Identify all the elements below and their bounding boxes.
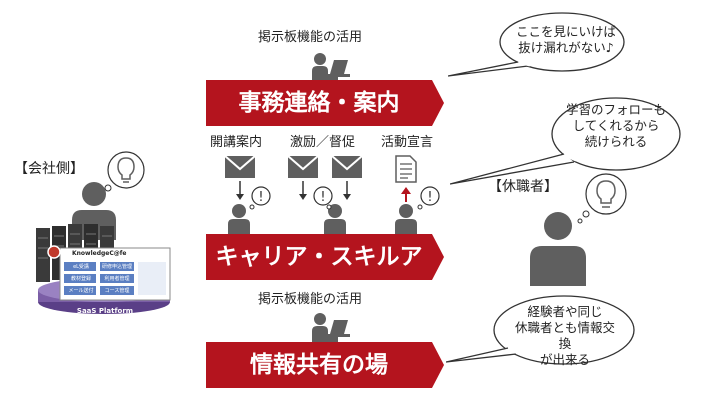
person-icon (324, 204, 346, 234)
bubble-line: が出来る (539, 352, 590, 367)
company-label: 【会社側】 (14, 161, 84, 177)
leave-label: 【休職者】 (488, 179, 558, 195)
person-laptop-icon (312, 313, 350, 342)
svg-text:!: ! (258, 190, 263, 205)
exclamation-bubble-icon: ! (417, 186, 440, 210)
bubble-line: 学習のフォローも (566, 102, 667, 117)
bubble-line: 抜け漏れがない♪ (518, 40, 614, 55)
menu-item: メール送付 (68, 288, 94, 294)
activity-label-2: 激励／督促 (290, 135, 356, 150)
banner-arrow-shape (206, 342, 444, 388)
banner-career-text: キャリア・スキルアップ (215, 244, 423, 316)
exclamation-bubble-icon: ! (313, 186, 333, 210)
saas-platform-illustration (36, 224, 171, 314)
bubble-line: してくれるから (572, 118, 660, 133)
envelope-icon (287, 155, 319, 178)
bubble-line: 経験者や同じ (527, 304, 603, 319)
person-icon (395, 204, 417, 234)
menu-item: 利用者管理 (104, 276, 130, 282)
down-arrow-icon (299, 181, 307, 200)
banner-arrow-shape (206, 80, 444, 126)
banner-career: キャリア・スキルアップ (206, 234, 444, 316)
exclamation-bubble-icon: ! (249, 186, 271, 210)
banner-share-text: 情報共有の場 (250, 352, 388, 378)
bubble-2-text: 学習のフォローも してくれるから 続けられる (566, 102, 666, 150)
speech-bubble-2 (450, 97, 681, 185)
document-icon (395, 155, 417, 183)
svg-text:!: ! (427, 190, 432, 205)
menu-item: eL受講 (73, 264, 89, 270)
speech-bubble-1 (448, 12, 625, 77)
activity-icons: ! ! (224, 155, 440, 234)
banner-arrow-shape (206, 234, 444, 280)
envelope-icon (224, 155, 256, 178)
top-caption: 掲示板機能の活用 (258, 30, 363, 45)
speech-bubble-3 (446, 295, 635, 365)
down-arrow-icon (343, 181, 351, 200)
bubble-1-text: ここを見にいけば 抜け漏れがない♪ (516, 24, 616, 56)
bubble-line: 続けられる (584, 134, 648, 149)
banner-contact-text: 事務連絡・案内 (238, 90, 400, 116)
person-icon (228, 204, 250, 234)
bubble-line: ここを見にいけば (516, 24, 617, 39)
menu-item: 教材登録 (70, 276, 91, 282)
person-laptop-icon (312, 53, 350, 82)
menu-item: 研修申込管理 (101, 264, 132, 270)
activity-label-1: 開講案内 (210, 135, 263, 150)
bottom-caption: 掲示板機能の活用 (258, 292, 363, 307)
banner-contact: 事務連絡・案内 (206, 80, 444, 126)
platform-base-label: SaaS Platform (76, 307, 134, 315)
activity-label-3: 活動宣言 (381, 135, 434, 150)
bubble-3-text: 経験者や同じ 休職者とも情報交換 が出来る (512, 304, 618, 368)
banner-share: 情報共有の場 (206, 342, 444, 388)
leave-person-icon (530, 212, 586, 286)
envelope-icon (331, 155, 363, 178)
svg-text:!: ! (320, 190, 325, 205)
bubble-line: 休職者とも情報交換 (514, 320, 615, 351)
menu-item: コース管理 (104, 288, 130, 294)
platform-title: KnowledgeC@fe (72, 250, 127, 257)
down-arrow-icon (236, 181, 244, 200)
up-arrow-icon (401, 187, 411, 202)
lightbulb-thought-icon (577, 173, 627, 224)
